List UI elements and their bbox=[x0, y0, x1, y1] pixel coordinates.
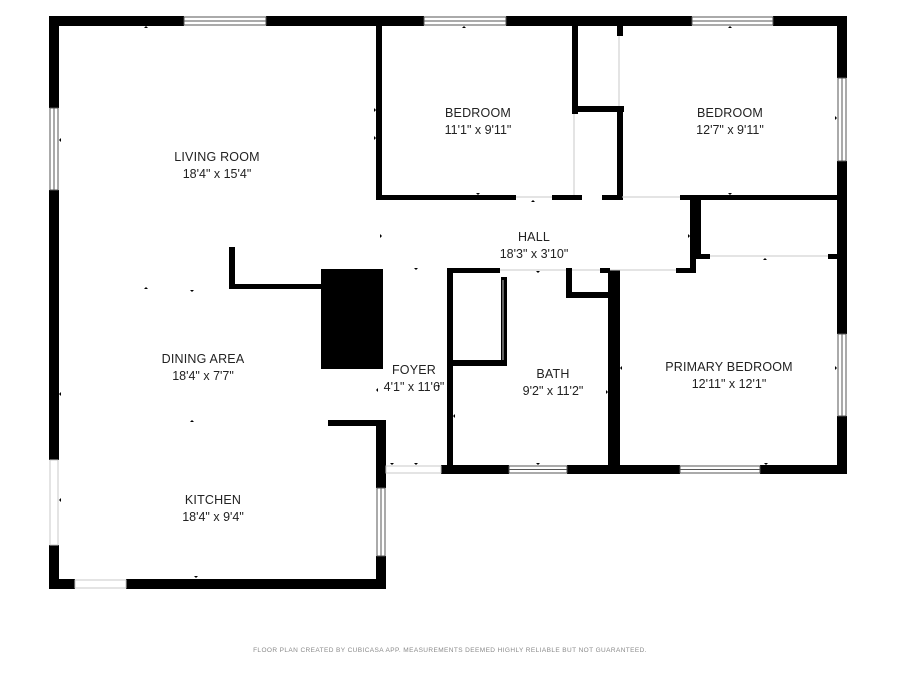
room-name: BATH bbox=[536, 367, 570, 381]
footer-disclaimer: FLOOR PLAN CREATED BY CUBICASA APP. MEAS… bbox=[253, 647, 647, 654]
room-label-kitchen: KITCHEN 18'4" x 9'4" bbox=[133, 492, 293, 526]
room-dimensions: 4'1" x 11'6" bbox=[383, 380, 445, 394]
room-name: DINING AREA bbox=[161, 352, 245, 366]
room-name: LIVING ROOM bbox=[174, 150, 260, 164]
room-name: KITCHEN bbox=[184, 493, 242, 507]
interior-walls bbox=[229, 24, 845, 474]
room-label-foyer: FOYER 4'1" x 11'6" bbox=[354, 362, 474, 396]
openings bbox=[49, 36, 828, 589]
room-dimensions: 18'3" x 3'10" bbox=[499, 247, 569, 261]
room-name: BEDROOM bbox=[697, 106, 763, 120]
room-dimensions: 18'4" x 9'4" bbox=[182, 510, 244, 524]
room-name: HALL bbox=[517, 230, 551, 244]
room-name: BEDROOM bbox=[445, 106, 511, 120]
room-name: FOYER bbox=[391, 363, 437, 377]
room-label-dining-area: DINING AREA 18'4" x 7'7" bbox=[123, 351, 283, 385]
room-label-primary-bedroom: PRIMARY BEDROOM 12'11" x 12'1" bbox=[649, 359, 809, 393]
room-label-hall: HALL 18'3" x 3'10" bbox=[454, 229, 614, 263]
room-dimensions: 9'2" x 11'2" bbox=[522, 384, 584, 398]
room-dimensions: 18'4" x 7'7" bbox=[172, 369, 234, 383]
exterior-walls bbox=[49, 16, 847, 589]
room-dimensions: 11'1" x 9'11" bbox=[444, 123, 512, 137]
room-label-living-room: LIVING ROOM 18'4" x 15'4" bbox=[137, 149, 297, 183]
room-label-bedroom-2: BEDROOM 12'7" x 9'11" bbox=[650, 105, 810, 139]
room-name: PRIMARY BEDROOM bbox=[665, 360, 793, 374]
room-dimensions: 18'4" x 15'4" bbox=[182, 167, 252, 181]
window-panes bbox=[53, 20, 843, 556]
room-dimensions: 12'7" x 9'11" bbox=[696, 123, 764, 137]
door-markers bbox=[59, 26, 837, 578]
room-dimensions: 12'11" x 12'1" bbox=[691, 377, 767, 391]
room-label-bath: BATH 9'2" x 11'2" bbox=[473, 366, 633, 400]
room-label-bedroom-1: BEDROOM 11'1" x 9'11" bbox=[398, 105, 558, 139]
